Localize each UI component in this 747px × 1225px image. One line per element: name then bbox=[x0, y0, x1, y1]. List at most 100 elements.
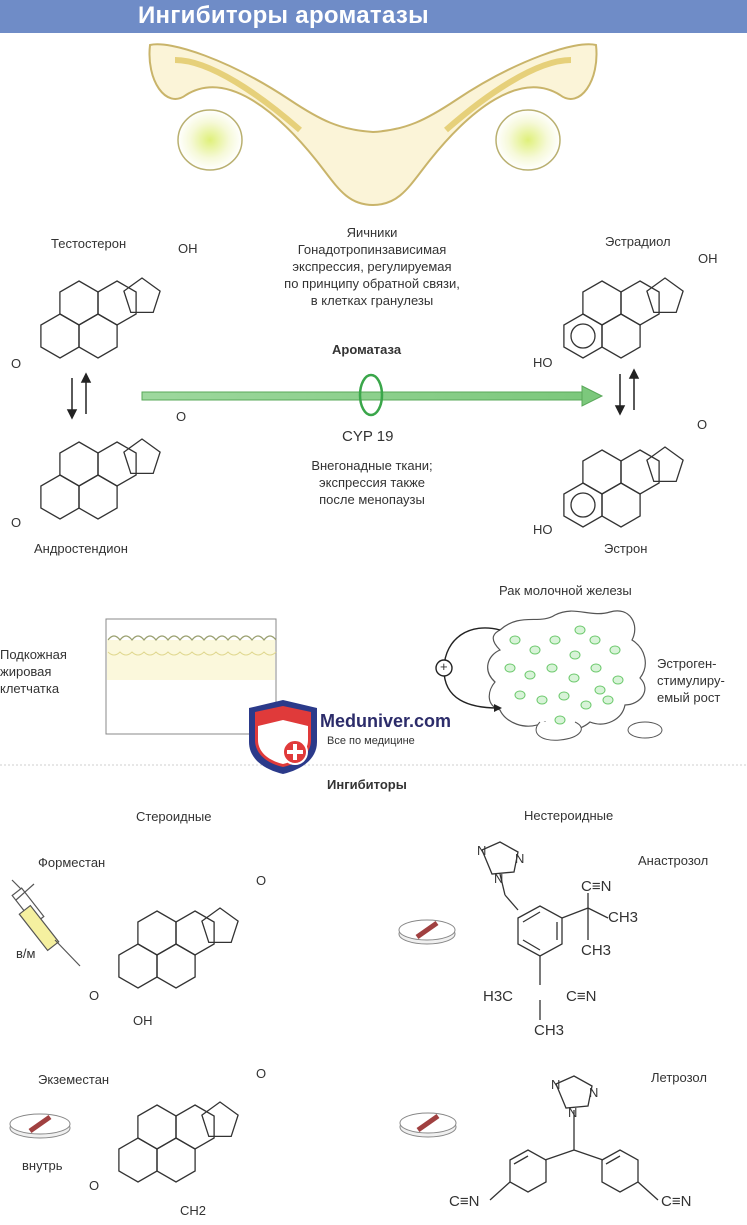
letrozole-n1: N bbox=[551, 1077, 561, 1092]
ovary-line-1: Яичники bbox=[346, 225, 398, 240]
aromatase-label: Ароматаза bbox=[332, 342, 402, 357]
logo-name[interactable]: Meduniver.com bbox=[320, 711, 452, 731]
aromatase-arrow bbox=[141, 373, 604, 417]
anastrozole-structure bbox=[481, 841, 609, 1020]
tumor-cell bbox=[602, 695, 614, 705]
growth-line-3: емый рост bbox=[657, 690, 721, 705]
tumor-cell bbox=[590, 663, 602, 673]
androstenedione-structure bbox=[40, 438, 161, 520]
tumor-cell bbox=[509, 635, 521, 645]
inhibitors-heading: Ингибиторы bbox=[327, 777, 407, 792]
anastrozole-ch3-right: CH3 bbox=[608, 909, 639, 926]
androstenedione-o-top: O bbox=[176, 409, 187, 424]
anastrozole-ch3-mid: CH3 bbox=[581, 942, 612, 959]
ovary-line-3: экспрессия, регулируемая bbox=[292, 259, 452, 274]
anastrozole-n1: N bbox=[477, 843, 487, 858]
testosterone-oh: OH bbox=[178, 241, 198, 256]
exemestane-label: Экземестан bbox=[38, 1072, 110, 1087]
estrone-structure bbox=[563, 446, 684, 528]
meduniver-logo-icon bbox=[249, 700, 317, 774]
left-ovary bbox=[177, 109, 243, 171]
tumor-cell bbox=[568, 673, 580, 683]
right-ovary bbox=[495, 109, 561, 171]
tumor-cell bbox=[514, 690, 526, 700]
anastrozole-ch3-bottom: CH3 bbox=[534, 1022, 565, 1039]
extragonadal-line-1: Внегонадные ткани; bbox=[311, 458, 433, 473]
tumor-cell bbox=[529, 645, 541, 655]
adipose-tissue-box bbox=[105, 618, 277, 735]
equilibrium-arrows-left bbox=[66, 372, 92, 420]
uterus-illustration bbox=[148, 43, 598, 207]
equilibrium-arrows-right bbox=[614, 368, 640, 416]
tumor-cell bbox=[536, 695, 548, 705]
estrone-ho: HO bbox=[533, 522, 553, 537]
tumor-cell bbox=[554, 715, 566, 725]
estrone-label: Эстрон bbox=[604, 541, 648, 556]
formestane-o-top: O bbox=[256, 873, 267, 888]
anastrozole-cn-top: C≡N bbox=[581, 878, 612, 895]
letrozole-n2: N bbox=[589, 1085, 599, 1100]
exemestane-route: внутрь bbox=[22, 1158, 63, 1173]
tumor-cell bbox=[504, 663, 516, 673]
plus-circle bbox=[435, 659, 453, 677]
cyp19-label: CYP 19 bbox=[342, 428, 394, 445]
letrozole-cn-left: C≡N bbox=[449, 1193, 480, 1210]
title-bar bbox=[0, 0, 747, 33]
ovary-text: Яичники Гонадотропинзависимая экспрессия… bbox=[262, 224, 482, 309]
letrozole-label: Летрозол bbox=[651, 1070, 707, 1085]
anastrozole-h3c: H3C bbox=[483, 988, 514, 1005]
logo-tagline: Все по медицине bbox=[327, 735, 415, 747]
exemestane-ch2: CH2 bbox=[180, 1203, 207, 1218]
formestane-oh: OH bbox=[133, 1013, 153, 1028]
pill-icon-letrozole bbox=[399, 1112, 457, 1138]
tumor-cell bbox=[594, 685, 606, 695]
extragonadal-line-2: экспрессия также bbox=[318, 475, 426, 490]
testosterone-label: Тестостерон bbox=[51, 236, 127, 251]
page-title: Ингибиторы ароматазы bbox=[138, 2, 429, 29]
anastrozole-label: Анастрозол bbox=[638, 853, 709, 868]
extragonadal-text: Внегонадные ткани; экспрессия также посл… bbox=[277, 457, 467, 508]
tumor-cell bbox=[569, 650, 581, 660]
tumor-cell bbox=[589, 635, 601, 645]
androstenedione-o: O bbox=[11, 515, 22, 530]
formestane-label: Форместан bbox=[38, 855, 106, 870]
estradiol-label: Эстрадиол bbox=[605, 234, 671, 249]
anastrozole-n3: N bbox=[494, 871, 504, 886]
anastrozole-cn-bottom: C≡N bbox=[566, 988, 597, 1005]
letrozole-structure bbox=[489, 1075, 659, 1201]
fat-tissue-label: Подкожная жировая клетчатка bbox=[0, 646, 67, 697]
letrozole-n3: N bbox=[568, 1105, 578, 1120]
exemestane-o: O bbox=[89, 1178, 100, 1193]
formestane-structure bbox=[118, 907, 239, 989]
estradiol-oh: OH bbox=[698, 251, 718, 266]
tumor-cell bbox=[546, 663, 558, 673]
tumor-cell bbox=[612, 675, 624, 685]
formestane-route: в/м bbox=[16, 946, 36, 961]
anastrozole-n2: N bbox=[515, 851, 525, 866]
tumor-cell bbox=[524, 670, 536, 680]
letrozole-cn-right: C≡N bbox=[661, 1193, 692, 1210]
aromatase-enzyme-ring bbox=[358, 373, 384, 417]
estrone-o: O bbox=[697, 417, 708, 432]
exemestane-o-top: O bbox=[256, 1066, 267, 1081]
steroidal-heading: Стероидные bbox=[136, 809, 212, 824]
tumor-illustration bbox=[435, 610, 663, 741]
ovary-line-4: по принципу обратной связи, bbox=[284, 276, 460, 291]
growth-line-1: Эстроген- bbox=[657, 656, 717, 671]
tumor-cell bbox=[574, 625, 586, 635]
growth-label: Эстроген- стимулиру- емый рост bbox=[657, 655, 725, 706]
pill-icon-exemestane bbox=[9, 1113, 71, 1139]
estradiol-structure bbox=[563, 277, 684, 359]
ovary-line-2: Гонадотропинзависимая bbox=[297, 242, 447, 257]
fat-line-2: жировая bbox=[0, 664, 52, 679]
nonsteroidal-heading: Нестероидные bbox=[524, 808, 614, 823]
pill-icon-anastrozole bbox=[398, 919, 456, 945]
testosterone-o: O bbox=[11, 356, 22, 371]
extragonadal-line-3: после менопаузы bbox=[319, 492, 425, 507]
syringe-icon bbox=[11, 879, 81, 967]
exemestane-structure bbox=[118, 1101, 239, 1183]
fat-line-1: Подкожная bbox=[0, 647, 67, 662]
breast-cancer-label: Рак молочной железы bbox=[499, 583, 632, 598]
tumor-cell bbox=[558, 691, 570, 701]
